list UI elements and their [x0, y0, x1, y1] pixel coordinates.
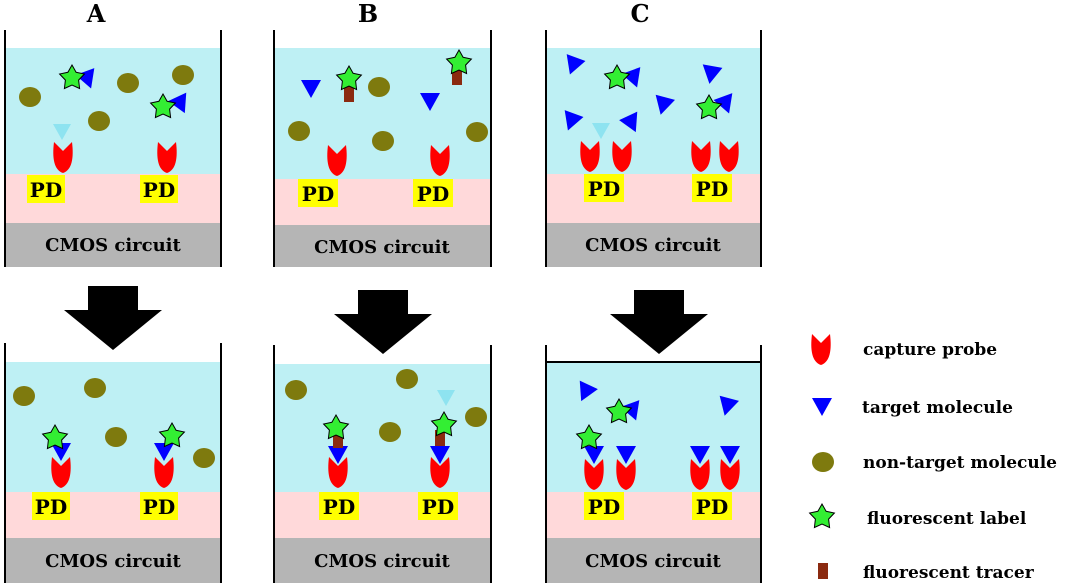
non-target-molecule-icon: [84, 378, 106, 398]
pd-label: PD: [696, 177, 728, 201]
non-target-molecule-icon: [465, 407, 487, 427]
panel-b-before: PD PD CMOS circuit: [273, 30, 492, 267]
pd-label: PD: [696, 495, 728, 519]
capture-probe-icon: [811, 334, 831, 365]
cmos-label: CMOS circuit: [45, 551, 181, 572]
legend: capture probe target molecule non-target…: [809, 334, 1057, 583]
cmos-label: CMOS circuit: [314, 551, 450, 572]
panel-b-after: PD PD CMOS circuit: [273, 345, 492, 583]
cmos-label: CMOS circuit: [585, 551, 721, 572]
photodiode: [584, 492, 624, 520]
non-target-molecule-icon: [88, 111, 110, 131]
panel-label-c: C: [630, 0, 649, 28]
non-target-molecule-icon: [19, 87, 41, 107]
legend-target-molecule: target molecule: [862, 398, 1013, 418]
non-target-molecule-icon: [379, 422, 401, 442]
non-target-molecule-icon: [105, 427, 127, 447]
panel-a-before: PD PD CMOS circuit: [4, 30, 222, 267]
photodiode: [27, 175, 65, 203]
cmos-layer: [274, 538, 491, 583]
legend-fluorescent-label: fluorescent label: [867, 509, 1027, 529]
pd-label: PD: [143, 495, 175, 519]
non-target-molecule-icon: [466, 122, 488, 142]
non-target-molecule-icon: [812, 452, 834, 472]
photodiode: [692, 174, 732, 202]
pd-label: PD: [417, 182, 449, 206]
pd-label: PD: [143, 178, 175, 202]
target-molecule-icon: [812, 398, 832, 416]
non-target-molecule-icon: [172, 65, 194, 85]
non-target-molecule-icon: [368, 77, 390, 97]
cmos-layer: [546, 223, 761, 267]
cmos-label: CMOS circuit: [45, 235, 181, 256]
cmos-layer: [5, 223, 221, 267]
down-arrow-icon: [610, 290, 708, 354]
pd-label: PD: [323, 495, 355, 519]
non-target-molecule-icon: [285, 380, 307, 400]
panel-c-after: PD PD CMOS circuit: [545, 345, 762, 583]
cmos-label: CMOS circuit: [314, 237, 450, 258]
legend-non-target-molecule: non-target molecule: [863, 453, 1057, 473]
photodiode: [584, 174, 624, 202]
substrate-layer: [274, 492, 491, 538]
panel-c-before: PD PD CMOS circuit: [545, 30, 762, 267]
down-arrow-icon: [64, 286, 162, 350]
photodiode: [140, 492, 178, 520]
cmos-label: CMOS circuit: [585, 235, 721, 256]
fluorescent-tracer-icon: [344, 86, 354, 102]
pd-label: PD: [588, 177, 620, 201]
panel-label-a: A: [86, 0, 106, 28]
pd-label: PD: [30, 178, 62, 202]
non-target-molecule-icon: [117, 73, 139, 93]
panel-a-after: PD PD CMOS circuit: [4, 343, 222, 583]
non-target-molecule-icon: [193, 448, 215, 468]
legend-capture-probe: capture probe: [863, 340, 997, 360]
photodiode: [140, 175, 178, 203]
photodiode: [418, 492, 458, 520]
non-target-molecule-icon: [288, 121, 310, 141]
cmos-layer: [274, 225, 491, 267]
legend-fluorescent-tracer: fluorescent tracer: [863, 563, 1035, 583]
photodiode: [413, 179, 453, 207]
fluorescent-tracer-icon: [818, 563, 828, 579]
photodiode: [319, 492, 359, 520]
down-arrow-icon: [334, 290, 432, 354]
photodiode: [692, 492, 732, 520]
non-target-molecule-icon: [13, 386, 35, 406]
solution-layer: [5, 362, 221, 492]
pd-label: PD: [588, 495, 620, 519]
pd-label: PD: [302, 182, 334, 206]
panel-label-b: B: [358, 0, 378, 28]
non-target-molecule-icon: [372, 131, 394, 151]
pd-label: PD: [422, 495, 454, 519]
cmos-layer: [546, 538, 761, 583]
cmos-layer: [5, 538, 221, 583]
fluorescent-label-icon: [809, 503, 835, 528]
photodiode: [32, 492, 70, 520]
non-target-molecule-icon: [396, 369, 418, 389]
photodiode: [298, 179, 338, 207]
pd-label: PD: [35, 495, 67, 519]
